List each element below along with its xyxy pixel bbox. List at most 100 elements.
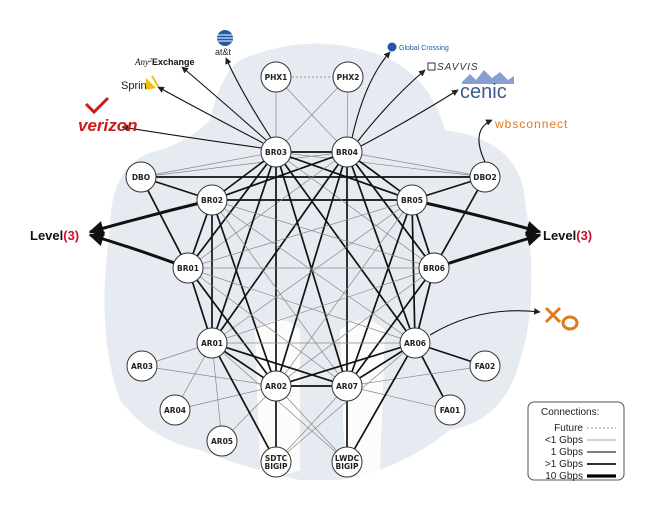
node-circle <box>172 252 204 284</box>
svg-text:Any2Exchange: Any2Exchange <box>134 57 195 67</box>
link-ar01-ar07 <box>211 342 348 387</box>
node-label: BR03 <box>265 148 287 157</box>
link-dbo-br03 <box>140 151 277 178</box>
link-dbo2-br06 <box>433 176 486 269</box>
link-br05-ar01 <box>211 199 413 344</box>
node-label: BR01 <box>177 264 199 273</box>
link-br02-ar06 <box>211 199 416 344</box>
link-br06-ar02 <box>275 267 435 387</box>
svg-text:wbsconnect: wbsconnect <box>494 117 568 131</box>
verizon-logo: verizon <box>78 96 138 135</box>
arrow-br04-savvis <box>357 69 426 142</box>
svg-text:Level(3): Level(3) <box>30 228 79 243</box>
link-br06-ar07 <box>346 267 435 387</box>
link-ar01-sdtc <box>211 342 277 463</box>
att-logo: at&t <box>215 30 233 57</box>
link-dbo2-br03 <box>275 151 486 178</box>
arrow-br04-globalcrossing <box>351 51 391 139</box>
node-label: AR07 <box>336 382 358 391</box>
link-phx2-br03 <box>275 76 349 153</box>
link-ar02-ar04 <box>174 385 277 411</box>
arrow-br04-cenic <box>360 89 459 147</box>
node-ar05: AR05 <box>206 425 238 457</box>
node-circle <box>260 370 292 402</box>
link-br02-ar02 <box>211 199 277 387</box>
node-label: AR04 <box>164 406 186 415</box>
link-br03-br06 <box>275 151 435 269</box>
wbsconnect-logo: wbsconnect <box>494 117 568 131</box>
link-ar07-fa02 <box>346 365 486 387</box>
link-ar06-lwdc <box>346 342 416 463</box>
node-circle <box>418 252 450 284</box>
link-br04-br01 <box>187 151 348 269</box>
level3-right-logo: Level(3) <box>543 228 592 243</box>
link-br01-ar07 <box>187 267 348 387</box>
node-circle <box>331 136 363 168</box>
node-circle <box>331 370 363 402</box>
node-label: AR02 <box>265 382 287 391</box>
node-circle <box>399 327 431 359</box>
node-label: BR05 <box>401 196 423 205</box>
node-circle <box>434 394 466 426</box>
link-ar07-sdtc <box>275 385 348 463</box>
savvis-logo: SAVVIS <box>427 62 479 73</box>
node-circle <box>196 327 228 359</box>
arrow-dbo2-wbsconnect <box>478 119 493 163</box>
svg-text:SAVVIS: SAVVIS <box>437 62 479 73</box>
node-fa02: FA02 <box>469 350 501 382</box>
node-label: AR01 <box>201 339 223 348</box>
node-dbo2: DBO2 <box>469 161 501 193</box>
node-br04: BR04 <box>331 136 363 168</box>
node-br03: BR03 <box>260 136 292 168</box>
legend-title: Connections: <box>541 407 599 418</box>
svg-text:verizon: verizon <box>78 116 138 135</box>
node-circle <box>332 61 364 93</box>
xo-logo <box>544 306 579 331</box>
node-label: AR06 <box>404 339 426 348</box>
link-br04-br02 <box>211 151 348 201</box>
node-label: DBO2 <box>473 173 497 182</box>
link-br01-br05 <box>187 199 413 269</box>
link-ar06-sdtc <box>275 342 416 463</box>
link-br05-ar06 <box>411 199 416 344</box>
node-circle <box>196 184 228 216</box>
globalcrossing-logo: Global Crossing <box>387 42 449 52</box>
node-label: PHX2 <box>337 73 360 82</box>
link-ar07-fa01 <box>346 385 451 411</box>
link-br03-br01 <box>187 151 277 269</box>
node-circle <box>260 61 292 93</box>
node-label: SDTC <box>265 454 288 463</box>
arrow-br03-sprint <box>157 86 264 144</box>
legend-item-label: <1 Gbps <box>545 435 583 446</box>
link-br02-br06 <box>211 199 435 269</box>
link-br01-ar02 <box>187 267 277 387</box>
node-label: BR06 <box>423 264 445 273</box>
link-br05-ar07 <box>346 199 413 387</box>
link-br02-ar07 <box>211 199 348 387</box>
node-circle <box>260 136 292 168</box>
node-dbo: DBO <box>125 161 157 193</box>
arrow-br03-verizon <box>121 124 263 149</box>
node-phx1: PHX1 <box>260 61 292 93</box>
arrow-ar06-xo <box>429 308 541 336</box>
node-br02: BR02 <box>196 184 228 216</box>
link-br05-ar02 <box>275 199 413 387</box>
svg-text:Level(3): Level(3) <box>543 228 592 243</box>
node-br06: BR06 <box>418 252 450 284</box>
node-circle <box>206 425 238 457</box>
node-circle <box>396 184 428 216</box>
node-label: BR02 <box>201 196 223 205</box>
arrow-br03-att <box>225 57 272 139</box>
svg-text:at&t: at&t <box>215 47 232 57</box>
link-ar06-ar02 <box>275 342 416 387</box>
link-ar02-ar03 <box>141 365 277 387</box>
node-label: BIGIP <box>336 462 359 471</box>
node-label: DBO <box>132 173 150 182</box>
node-label: FA01 <box>440 406 461 415</box>
link-br06-ar01 <box>211 267 435 344</box>
node-label: AR03 <box>131 362 153 371</box>
link-dbo2-br04 <box>346 151 486 178</box>
node-ar03: AR03 <box>126 350 158 382</box>
